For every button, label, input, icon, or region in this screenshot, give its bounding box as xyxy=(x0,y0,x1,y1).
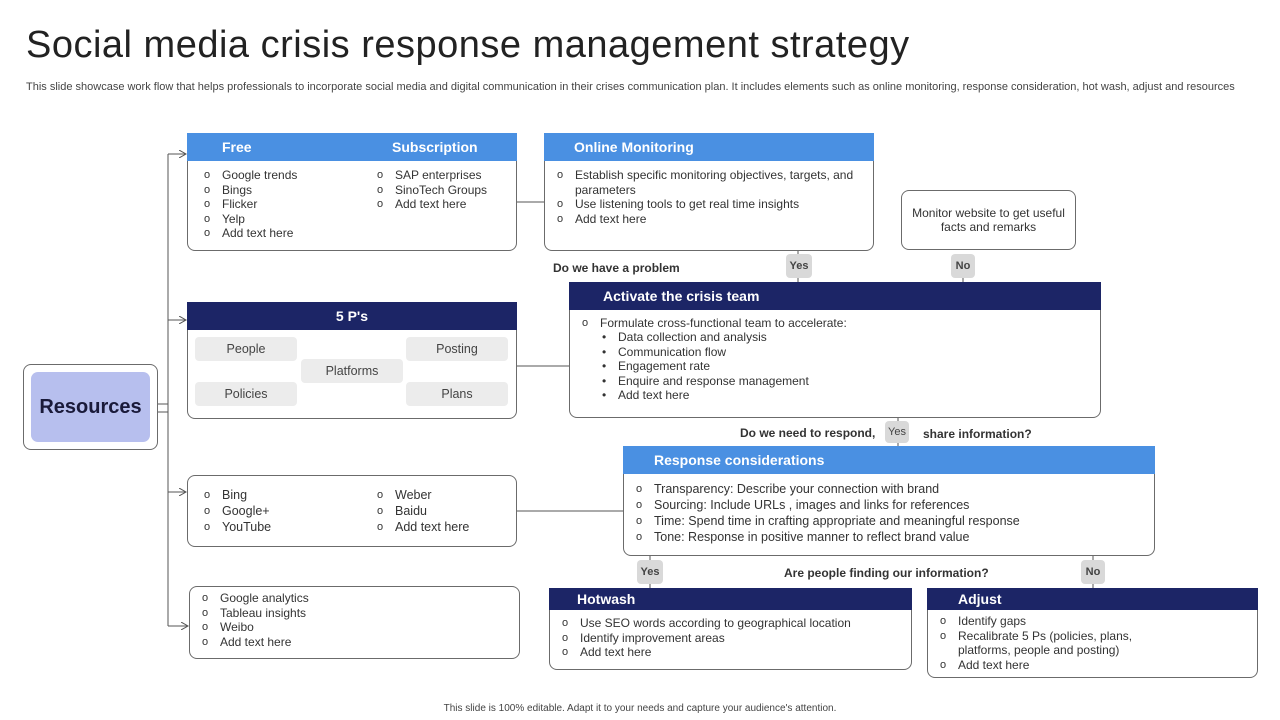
list-item: Baidu xyxy=(375,503,469,519)
list-item: Google trends xyxy=(202,168,297,183)
list-item: Add text here xyxy=(375,519,469,535)
list-item: Communication flow xyxy=(600,345,809,360)
list-item: Bing xyxy=(202,487,271,503)
pill-policies: Policies xyxy=(195,382,297,406)
analytics-list: Google analytics Tableau insights Weibo … xyxy=(200,591,309,649)
adjust-card: Adjust Identify gaps Recalibrate 5 Ps (p… xyxy=(927,588,1258,678)
list-item: SAP enterprises xyxy=(375,168,487,183)
page-subtitle: This slide showcase work flow that helps… xyxy=(26,81,1235,93)
subscription-header: Subscription xyxy=(392,139,478,155)
question-share: share information? xyxy=(923,427,1032,441)
list-item: Recalibrate 5 Ps (policies, plans, platf… xyxy=(938,629,1158,658)
monitor-note-text: Monitor website to get useful facts and … xyxy=(912,206,1065,234)
hotwash-header: Hotwash xyxy=(549,588,912,610)
free-header: Free xyxy=(222,139,252,155)
list-item: Google+ xyxy=(202,503,271,519)
list-item: Sourcing: Include URLs , images and link… xyxy=(634,497,1020,513)
list-item: Add text here xyxy=(202,226,297,241)
free-subscription-header: Free Subscription xyxy=(187,133,517,161)
search-engines-card: Bing Google+ YouTube Weber Baidu Add tex… xyxy=(187,475,517,547)
list-item: SinoTech Groups xyxy=(375,183,487,198)
analytics-card: Google analytics Tableau insights Weibo … xyxy=(189,586,520,659)
list-item: Flicker xyxy=(202,197,297,212)
question-respond: Do we need to respond, xyxy=(740,426,876,440)
yes-tag: Yes xyxy=(786,254,812,278)
list-item: Transparency: Describe your connection w… xyxy=(634,481,1020,497)
list-item: Tableau insights xyxy=(200,606,309,621)
pill-platforms: Platforms xyxy=(301,359,403,383)
engines-left-list: Bing Google+ YouTube xyxy=(202,487,271,535)
list-item: Add text here xyxy=(200,635,309,650)
list-item: Identify gaps xyxy=(938,614,1158,629)
question-finding: Are people finding our information? xyxy=(784,566,989,580)
response-considerations-card: Response considerations Transparency: De… xyxy=(623,446,1155,556)
resources-label: Resources xyxy=(31,372,150,442)
list-item: Bings xyxy=(202,183,297,198)
engines-right-list: Weber Baidu Add text here xyxy=(375,487,469,535)
page-title: Social media crisis response management … xyxy=(26,24,910,66)
hotwash-list: Use SEO words according to geographical … xyxy=(560,616,851,660)
crisis-sub-list: Data collection and analysis Communicati… xyxy=(600,330,809,403)
five-ps-header: 5 P's xyxy=(187,302,517,330)
list-item: YouTube xyxy=(202,519,271,535)
list-item: Formulate cross-functional team to accel… xyxy=(580,316,847,331)
list-item: Use SEO words according to geographical … xyxy=(560,616,851,631)
yes-tag: Yes xyxy=(885,421,909,443)
crisis-team-header: Activate the crisis team xyxy=(569,282,1101,310)
footer-note: This slide is 100% editable. Adapt it to… xyxy=(443,703,837,714)
free-list: Google trends Bings Flicker Yelp Add tex… xyxy=(202,168,297,241)
question-problem: Do we have a problem xyxy=(553,261,680,275)
response-considerations-header: Response considerations xyxy=(623,446,1155,474)
response-list: Transparency: Describe your connection w… xyxy=(634,481,1020,545)
adjust-list: Identify gaps Recalibrate 5 Ps (policies… xyxy=(938,614,1158,672)
list-item: Establish specific monitoring objectives… xyxy=(555,168,855,197)
list-item: Yelp xyxy=(202,212,297,227)
list-item: Data collection and analysis xyxy=(600,330,809,345)
list-item: Add text here xyxy=(375,197,487,212)
pill-people: People xyxy=(195,337,297,361)
subscription-list: SAP enterprises SinoTech Groups Add text… xyxy=(375,168,487,212)
list-item: Tone: Response in positive manner to ref… xyxy=(634,529,1020,545)
list-item: Use listening tools to get real time ins… xyxy=(555,197,855,212)
list-item: Add text here xyxy=(555,212,855,227)
five-ps-card: 5 P's People Posting Platforms Policies … xyxy=(187,302,517,419)
crisis-team-card: Activate the crisis team Formulate cross… xyxy=(569,282,1101,418)
online-monitoring-header: Online Monitoring xyxy=(544,133,874,161)
online-monitoring-card: Online Monitoring Establish specific mon… xyxy=(544,133,874,251)
list-item: Add text here xyxy=(600,388,809,403)
crisis-lead-list: Formulate cross-functional team to accel… xyxy=(580,316,847,331)
monitor-note-box: Monitor website to get useful facts and … xyxy=(901,190,1076,250)
hotwash-card: Hotwash Use SEO words according to geogr… xyxy=(549,588,912,670)
resources-box: Resources xyxy=(23,364,158,450)
pill-plans: Plans xyxy=(406,382,508,406)
adjust-header: Adjust xyxy=(927,588,1258,610)
no-tag: No xyxy=(1081,560,1105,584)
list-item: Weber xyxy=(375,487,469,503)
yes-tag: Yes xyxy=(637,560,663,584)
list-item: Add text here xyxy=(560,645,851,660)
no-tag: No xyxy=(951,254,975,278)
list-item: Identify improvement areas xyxy=(560,631,851,646)
monitoring-list: Establish specific monitoring objectives… xyxy=(555,168,855,226)
list-item: Enquire and response management xyxy=(600,374,809,389)
list-item: Add text here xyxy=(938,658,1158,673)
list-item: Weibo xyxy=(200,620,309,635)
free-subscription-card: Free Subscription Google trends Bings Fl… xyxy=(187,133,517,251)
pill-posting: Posting xyxy=(406,337,508,361)
list-item: Time: Spend time in crafting appropriate… xyxy=(634,513,1020,529)
list-item: Engagement rate xyxy=(600,359,809,374)
list-item: Google analytics xyxy=(200,591,309,606)
